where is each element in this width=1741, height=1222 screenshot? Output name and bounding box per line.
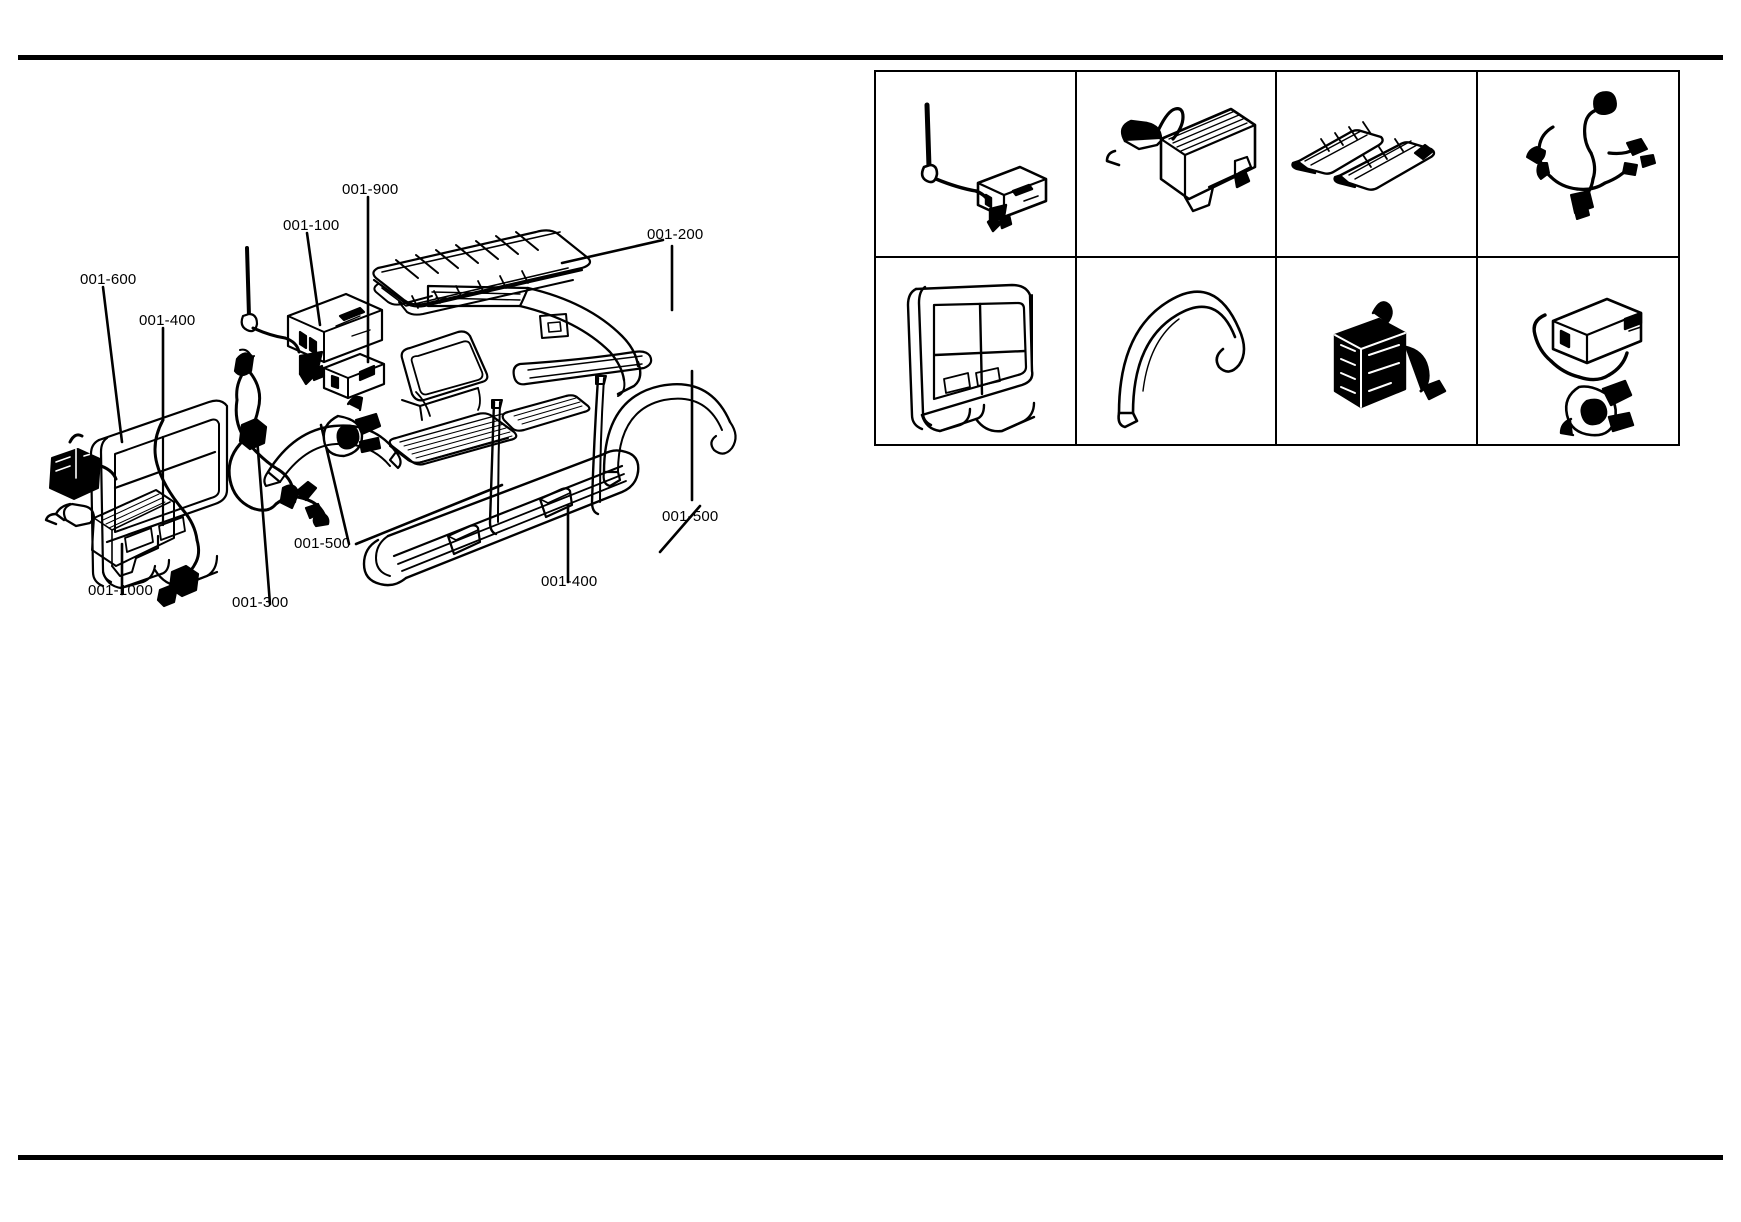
callout-001-500-b: 001-500 xyxy=(662,508,719,525)
grid-cell-8[interactable] xyxy=(1478,258,1679,444)
relay-module-icon xyxy=(1334,301,1447,409)
callout-001-400-b: 001-400 xyxy=(541,573,598,590)
grid-cell-3[interactable] xyxy=(1277,72,1478,258)
grid-cell-5[interactable] xyxy=(876,258,1077,444)
part-001-600-brush-guard xyxy=(89,399,229,590)
part-001-600-sensor xyxy=(49,433,118,500)
part-001-500-fender-flare-left xyxy=(263,424,402,488)
part-001-1000-step-pad xyxy=(44,489,175,577)
part-floor-mat-center xyxy=(388,412,518,466)
part-001-500-trim-strip-right xyxy=(590,375,607,516)
control-unit-icon xyxy=(1532,297,1643,437)
grid-cell-7[interactable] xyxy=(1277,258,1478,444)
callout-001-1000: 001-1000 xyxy=(88,582,153,599)
part-001-100-antenna-base xyxy=(240,312,301,354)
exploded-assembly-drawing xyxy=(0,120,840,700)
part-secondary-module xyxy=(322,352,386,400)
part-001-400-harness-left-connectors xyxy=(156,484,299,608)
part-001-400-running-board xyxy=(362,449,640,587)
callout-001-500-a: 001-500 xyxy=(294,535,351,552)
part-001-100-module xyxy=(286,292,384,364)
part-center-console-cover xyxy=(400,330,489,421)
grid-cell-2[interactable] xyxy=(1076,72,1277,258)
grid-cell-1[interactable] xyxy=(876,72,1077,258)
part-floor-mat-right xyxy=(501,394,591,432)
part-001-900-roof-rack xyxy=(372,229,592,316)
brush-guard-icon xyxy=(907,283,1036,433)
callout-001-400-a: 001-400 xyxy=(139,312,196,329)
wiring-harness-icon xyxy=(1525,91,1656,220)
grid-cell-6[interactable] xyxy=(1077,258,1277,444)
part-001-400-harness-left xyxy=(153,348,295,578)
footer-rule xyxy=(18,1155,1723,1160)
part-001-100-plug xyxy=(298,350,326,386)
header-rule xyxy=(18,55,1723,60)
antenna-module-icon xyxy=(921,102,1048,233)
part-001-200-roof-rail xyxy=(373,283,642,397)
leader-lines xyxy=(101,195,702,606)
running-board-step-icon xyxy=(1105,107,1257,213)
fender-flare-icon xyxy=(1117,290,1246,429)
callout-001-600: 001-600 xyxy=(80,271,137,288)
part-001-200-lower-rail xyxy=(512,350,653,386)
part-001-500-fender-flare-right xyxy=(602,383,737,488)
grid-cell-4[interactable] xyxy=(1477,72,1678,258)
callout-001-200: 001-200 xyxy=(647,226,704,243)
callout-001-900: 001-900 xyxy=(342,181,399,198)
part-001-300-harness-center xyxy=(227,352,330,528)
roof-rack-rail-icon xyxy=(1291,121,1436,191)
callout-001-100: 001-100 xyxy=(283,217,340,234)
part-001-100-antenna-mast xyxy=(245,246,251,318)
callout-001-300: 001-300 xyxy=(232,594,289,611)
parts-thumbnail-grid xyxy=(874,70,1680,446)
